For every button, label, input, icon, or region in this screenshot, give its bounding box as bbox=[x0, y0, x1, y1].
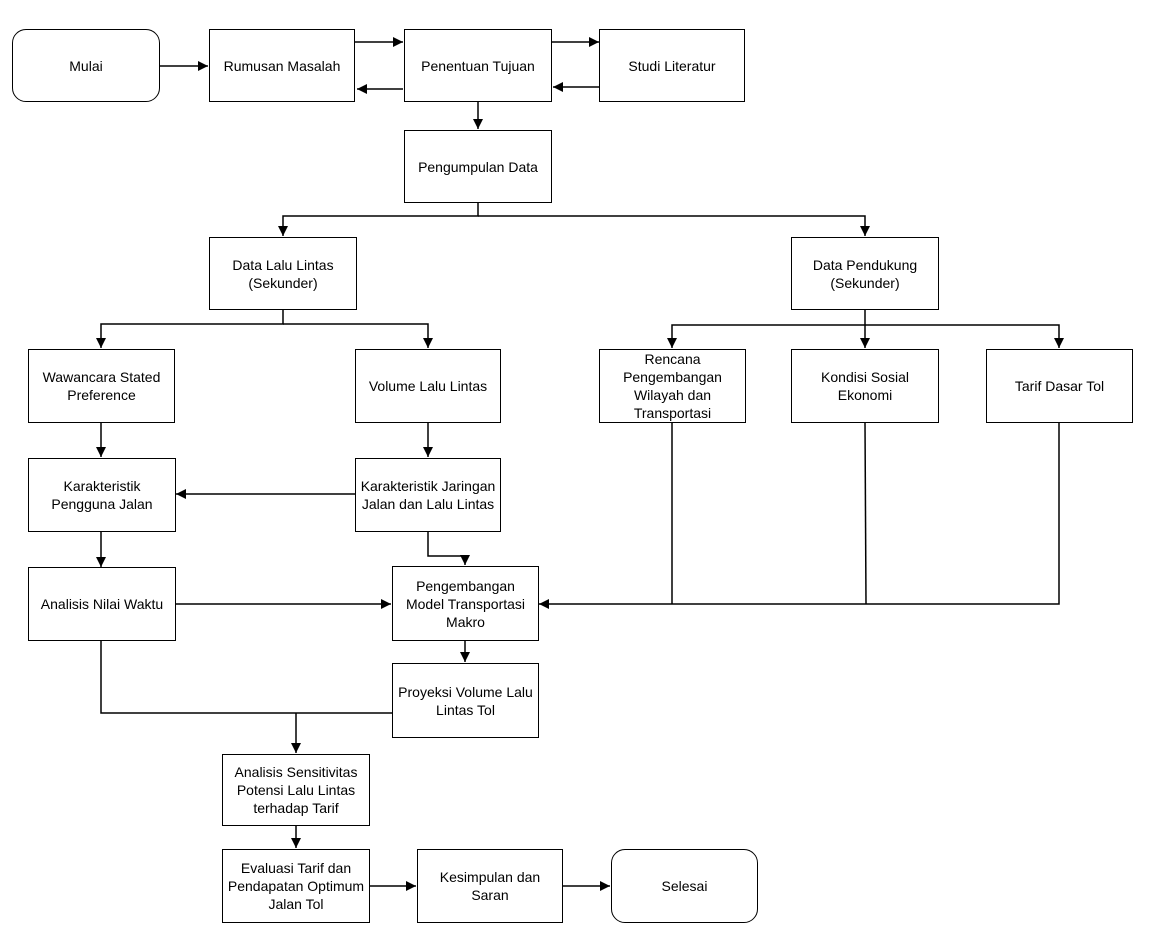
node-wawancara-line-1: Wawancara Stated bbox=[42, 369, 161, 385]
node-data-pendukung-line-1: Data Pendukung bbox=[812, 256, 918, 273]
node-penentuan-tujuan-label: Penentuan Tujuan bbox=[421, 57, 535, 74]
node-mulai-label: Mulai bbox=[69, 57, 103, 74]
line-kondisi-model bbox=[864, 422, 867, 605]
node-studi-literatur: Studi Literatur bbox=[599, 29, 745, 102]
node-evaluasi-tarif: Evaluasi Tarif dan Pendapatan Optimum Ja… bbox=[222, 849, 370, 923]
line-nilaiwaktu-merge bbox=[100, 641, 296, 714]
node-rencana-line-3: Wilayah dan bbox=[633, 387, 712, 403]
node-proyeksi-volume: Proyeksi Volume Lalu Lintas Tol bbox=[392, 663, 539, 738]
node-kesimpulan-line-2: Saran bbox=[471, 887, 509, 903]
node-rencana-line-1: Rencana bbox=[644, 351, 701, 367]
node-penentuan-tujuan: Penentuan Tujuan bbox=[404, 29, 552, 102]
arrow-tarifdasar-model bbox=[539, 423, 1060, 609]
node-data-pendukung: Data Pendukung (Sekunder) bbox=[791, 237, 939, 310]
node-pengembangan-model: Pengembangan Model Transportasi Makro bbox=[392, 566, 539, 641]
node-rencana-line-2: Pengembangan bbox=[623, 369, 722, 385]
arrow-datalalu-volume bbox=[283, 323, 433, 348]
node-sensitivitas-line-1: Analisis Sensitivitas bbox=[234, 764, 358, 780]
node-analisis-nilai-waktu-label: Analisis Nilai Waktu bbox=[40, 596, 164, 612]
arrow-datapendukung-rencana bbox=[667, 310, 866, 348]
node-pengembangan-model-line-2: Model Transportasi bbox=[405, 595, 526, 612]
node-data-pendukung-line-2: (Sekunder) bbox=[830, 274, 900, 291]
node-data-lalu-lintas: Data Lalu Lintas (Sekunder) bbox=[209, 237, 357, 310]
node-rumusan-masalah-label: Rumusan Masalah bbox=[223, 57, 341, 74]
node-tarif-dasar-tol: Tarif Dasar Tol bbox=[986, 349, 1133, 423]
node-proyeksi-line-1: Proyeksi Volume Lalu bbox=[398, 683, 533, 700]
node-wawancara-line-2: Preference bbox=[67, 387, 136, 403]
node-analisis-nilai-waktu: Analisis Nilai Waktu bbox=[28, 567, 176, 641]
node-kondisi-line-2: Ekonomi bbox=[837, 387, 893, 403]
node-analisis-sensitivitas: Analisis Sensitivitas Potensi Lalu Linta… bbox=[222, 754, 370, 826]
node-wawancara-stated-preference: Wawancara Stated Preference bbox=[28, 349, 175, 423]
node-rencana-pengembangan: Rencana Pengembangan Wilayah dan Transpo… bbox=[599, 349, 746, 423]
node-tarif-dasar-tol-label: Tarif Dasar Tol bbox=[1014, 378, 1105, 394]
node-karakteristik-pengguna-line-2: Pengguna Jalan bbox=[51, 496, 153, 512]
node-selesai-label: Selesai bbox=[661, 878, 708, 894]
node-kondisi-line-1: Kondisi Sosial bbox=[821, 369, 909, 385]
node-sensitivitas-line-2: Potensi Lalu Lintas bbox=[236, 782, 356, 798]
node-mulai: Mulai bbox=[12, 29, 160, 102]
node-rencana-line-4: Transportasi bbox=[633, 405, 712, 421]
node-volume-lalu-lintas-label: Volume Lalu Lintas bbox=[368, 378, 488, 394]
node-pengembangan-model-line-1: Pengembangan bbox=[416, 577, 515, 594]
arrow-datapendukung-tarif bbox=[865, 324, 1064, 348]
node-karakteristik-pengguna-line-1: Karakteristik bbox=[63, 478, 141, 494]
node-karakteristik-jaringan-line-2: Jalan dan Lalu Lintas bbox=[361, 496, 495, 512]
arrow-datalalu-wawancara bbox=[96, 310, 284, 348]
node-sensitivitas-line-3: terhadap Tarif bbox=[253, 800, 339, 816]
node-karakteristik-pengguna-jalan: Karakteristik Pengguna Jalan bbox=[28, 458, 176, 532]
node-rumusan-masalah: Rumusan Masalah bbox=[209, 29, 355, 102]
arrow-pengumpulan-datapendukung bbox=[478, 215, 870, 236]
node-pengumpulan-data-label: Pengumpulan Data bbox=[418, 158, 538, 175]
node-karakteristik-jaringan-line-1: Karakteristik Jaringan bbox=[360, 478, 496, 494]
node-data-lalu-lintas-line-1: Data Lalu Lintas bbox=[232, 256, 334, 273]
node-pengembangan-model-line-3: Makro bbox=[446, 613, 485, 630]
node-evaluasi-line-3: Jalan Tol bbox=[268, 896, 324, 912]
node-volume-lalu-lintas: Volume Lalu Lintas bbox=[355, 349, 501, 423]
node-kesimpulan-line-1: Kesimpulan dan bbox=[439, 869, 541, 885]
arrow-jaringan-model bbox=[427, 532, 470, 565]
arrow-pengumpulan-datalalu bbox=[278, 202, 479, 236]
node-selesai: Selesai bbox=[611, 849, 758, 923]
node-evaluasi-line-2: Pendapatan Optimum bbox=[227, 878, 365, 894]
node-proyeksi-line-2: Lintas Tol bbox=[436, 701, 495, 718]
node-kondisi-sosial-ekonomi: Kondisi Sosial Ekonomi bbox=[791, 349, 939, 423]
node-karakteristik-jaringan-jalan: Karakteristik Jaringan Jalan dan Lalu Li… bbox=[355, 458, 501, 532]
node-studi-literatur-label: Studi Literatur bbox=[628, 57, 716, 74]
node-data-lalu-lintas-line-2: (Sekunder) bbox=[248, 274, 318, 291]
node-kesimpulan-saran: Kesimpulan dan Saran bbox=[417, 849, 563, 923]
node-evaluasi-line-1: Evaluasi Tarif dan bbox=[240, 860, 352, 876]
node-pengumpulan-data: Pengumpulan Data bbox=[404, 130, 552, 203]
